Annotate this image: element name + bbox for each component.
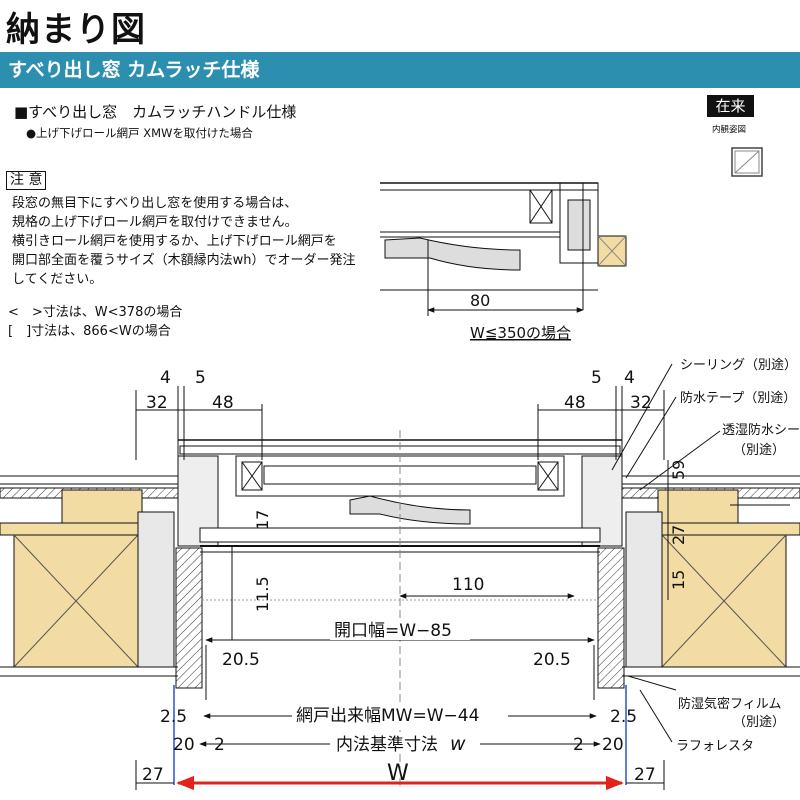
dim-W: W	[387, 761, 409, 786]
dim-20-right: 20	[602, 735, 624, 755]
callout-leaders	[611, 363, 790, 743]
dim-screen: 網戸出来幅MW=W−44	[296, 706, 479, 726]
dim-15: 15	[669, 570, 688, 590]
top-dimensions	[135, 386, 665, 460]
note-line: 規格の上げ下げロール網戸を取付けできません。	[12, 215, 298, 230]
dim-17: 17	[253, 510, 272, 530]
dim-20-5-right: 20.5	[533, 650, 571, 670]
wall-left	[0, 475, 203, 689]
dim-27-left: 27	[142, 765, 164, 785]
view-label: 内観姿図	[712, 125, 747, 135]
dim-note-angle: < >寸法は、W<378の場合	[8, 305, 183, 320]
dim-2-5-left: 2.5	[160, 707, 187, 727]
dim-note-square: [ ]寸法は、866<Wの場合	[8, 324, 171, 339]
window-elevation-icon	[731, 147, 763, 177]
dim-inner: 内法基準寸法	[336, 735, 438, 755]
callout-sheet: 透湿防水シート	[722, 422, 800, 438]
dim-48-right: 48	[564, 393, 586, 413]
wall-right	[597, 475, 800, 689]
note-heading: 注 意	[6, 171, 47, 190]
page-title: 納まり図	[6, 10, 146, 50]
dim-5-right: 5	[591, 368, 602, 388]
dim-4-right: 4	[624, 368, 635, 388]
section-banner: すべり出し窓 カムラッチ仕様	[0, 52, 800, 88]
spec-subheading: ●上げ下げロール網戸 XMWを取付けた場合	[26, 126, 253, 140]
dim-inner-w: w	[450, 733, 466, 755]
note-line: 段窓の無目下にすべり出し窓を使用する場合は、	[12, 196, 298, 211]
inset-detail: 80 W≦350の場合	[380, 182, 627, 342]
dim-20-left: 20	[173, 735, 195, 755]
note-line: してください。	[12, 272, 103, 287]
dim-59: 59	[669, 460, 688, 480]
inset-caption: W≦350の場合	[470, 324, 571, 342]
dim-2-right: 2	[573, 735, 584, 755]
note-line: 横引きロール網戸を使用するか、上げ下げロール網戸を	[12, 234, 337, 249]
callout-film: 防湿気密フィルム	[678, 696, 781, 712]
dim-32-right: 32	[630, 393, 652, 413]
dim-2-5-right: 2.5	[610, 707, 637, 727]
dim-5-left: 5	[195, 368, 206, 388]
dim-11-5: 11.5	[253, 576, 272, 612]
callout-waterproof-tape: 防水テープ（別途）	[680, 390, 796, 406]
inset-dim-80: 80	[470, 291, 490, 310]
dim-32-left: 32	[146, 393, 168, 413]
callout-film-note: （別途）	[733, 714, 785, 730]
dim-48-left: 48	[212, 393, 234, 413]
spec-heading: ■すべり出し窓 カムラッチハンドル仕様	[14, 103, 297, 121]
dim-27-right: 27	[634, 765, 656, 785]
callout-sealing: シーリング（別途）	[680, 357, 797, 373]
dim-4-left: 4	[160, 368, 171, 388]
dim-2-left: 2	[214, 735, 225, 755]
dim-20-5-left: 20.5	[222, 650, 260, 670]
callout-sheet-note: （別途）	[733, 442, 785, 458]
callout-lath: ラフォレスタ	[676, 739, 754, 754]
dim-110: 110	[452, 575, 484, 595]
construction-type-badge: 在来	[707, 95, 754, 117]
dim-opening: 開口幅=W−85	[334, 621, 452, 641]
note-line: 開口部全面を覆うサイズ（木額縁内法wh）でオーダー発注	[12, 253, 356, 268]
dim-27: 27	[669, 525, 688, 545]
